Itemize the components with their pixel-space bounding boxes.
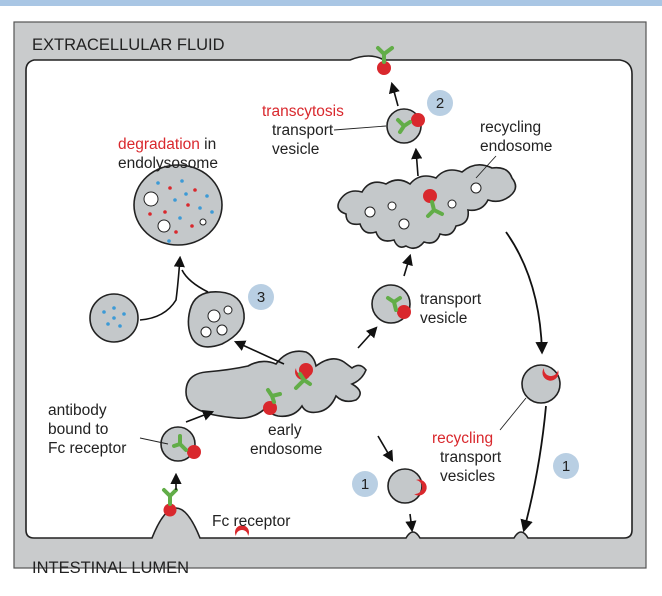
antibody-label-2: bound to bbox=[48, 421, 108, 438]
pathway-3-badge bbox=[248, 284, 274, 310]
pathway-1-left-badge bbox=[352, 471, 378, 497]
transcytosis-vesicle-receptor bbox=[411, 113, 425, 127]
recycling-endosome-antibody bbox=[426, 200, 444, 218]
recycling-endosome-hole bbox=[398, 218, 410, 230]
degradation-fragments bbox=[148, 179, 214, 243]
recycling-endosome-leader-line bbox=[475, 155, 497, 179]
arrow-endosome-to-recycling-vesicle bbox=[377, 435, 394, 462]
recycling-endosome-receptor bbox=[423, 189, 437, 203]
endolysosome bbox=[133, 164, 223, 246]
extracellular-fluid-label: EXTRACELLULAR FLUID bbox=[32, 36, 225, 54]
released-antibody bbox=[376, 46, 394, 64]
pathway-1-right-badge bbox=[553, 453, 579, 479]
pathway-1-left-number: 1 bbox=[361, 476, 369, 493]
transcytosis-leader-line bbox=[333, 125, 387, 131]
transcytosis-label-3: vesicle bbox=[272, 141, 319, 158]
endolysosome-inclusion bbox=[199, 218, 207, 226]
recycling-endosome-hole bbox=[470, 182, 482, 194]
antibody-label-3: Fc receptor bbox=[48, 440, 126, 457]
endosome-receptor-antibody-2 bbox=[263, 388, 282, 415]
pathway-3-number: 3 bbox=[257, 289, 265, 306]
recycling-endosome-hole bbox=[387, 201, 397, 211]
late-endosome-inclusion bbox=[207, 309, 221, 323]
lumen-antibody bbox=[162, 488, 178, 506]
recycling-vesicle-left-receptor bbox=[414, 479, 427, 496]
endosome-receptor-antibody bbox=[294, 363, 313, 390]
early-endosome-label-2: endosome bbox=[250, 441, 322, 458]
pathway-2-number: 2 bbox=[436, 95, 444, 112]
vesicle-antibody bbox=[172, 434, 188, 452]
recycling-vesicle-right-receptor bbox=[542, 368, 559, 381]
arrow-recycling-vesicle-to-lumen bbox=[405, 513, 417, 533]
top-border-band bbox=[0, 0, 662, 6]
arrow-to-recycling-endosome bbox=[402, 253, 413, 277]
degradation-label: degradation in bbox=[118, 136, 216, 153]
fc-receptor-label: Fc receptor bbox=[212, 513, 290, 530]
transcytosis-label-2: transport bbox=[272, 122, 334, 139]
recycling-label: recycling bbox=[432, 430, 493, 447]
recycling-endosome-hole bbox=[364, 206, 376, 218]
pathway-1-right-number: 1 bbox=[562, 458, 570, 475]
recycling-vesicle-left bbox=[387, 468, 423, 504]
late-endosome-inclusion bbox=[216, 324, 228, 336]
arrow-to-late-endosome bbox=[233, 340, 285, 365]
recycling-endosome-label-1: recycling bbox=[480, 119, 541, 136]
transport-vesicle-label-2: vesicle bbox=[420, 310, 467, 327]
recycling-leader-line bbox=[499, 397, 527, 431]
arrow-vesicle-to-endosome bbox=[185, 409, 215, 423]
arrow-to-extracellular bbox=[388, 81, 400, 107]
late-endosome-inclusion bbox=[223, 305, 233, 315]
transport-vesicle-label-1: transport bbox=[420, 291, 482, 308]
recycling-endosome-label-2: endosome bbox=[480, 138, 552, 155]
transcytosis-vesicle-antibody bbox=[396, 118, 412, 134]
arrow-recycling-endosome-to-vesicle bbox=[505, 231, 549, 355]
recycling-endosome-hole bbox=[447, 199, 457, 209]
vesicle-receptor bbox=[187, 445, 201, 459]
endolysosome-inclusion bbox=[143, 191, 159, 207]
transcytosis-label: transcytosis bbox=[262, 103, 344, 120]
endolysosome-label: endolysosome bbox=[118, 155, 218, 172]
intestinal-lumen-label: INTESTINAL LUMEN bbox=[32, 559, 189, 577]
pathway-2-badge bbox=[427, 90, 453, 116]
late-endosome-inclusion bbox=[200, 326, 212, 338]
apical-receptor bbox=[377, 61, 391, 75]
antibody-leader-line bbox=[139, 437, 169, 445]
fusion-arrow-lysosome bbox=[139, 255, 185, 321]
endolysosome-inclusion bbox=[157, 219, 171, 233]
lumen-receptor bbox=[163, 503, 177, 517]
antibody-label-1: antibody bbox=[48, 402, 107, 419]
arrow-recycling-vesicle-to-lumen bbox=[520, 405, 547, 533]
fusion-arrow-late-endosome bbox=[181, 269, 209, 293]
arrow-endosome-to-transport-vesicle bbox=[357, 326, 378, 349]
recycling-vesicle-right bbox=[521, 364, 561, 404]
recycling-label-3: vesicles bbox=[440, 468, 495, 485]
recycling-label-2: transport bbox=[440, 449, 502, 466]
arrow-to-transcytosis-vesicle bbox=[411, 147, 423, 177]
early-endosome-label-1: early bbox=[268, 422, 302, 439]
transport-vesicle-receptor bbox=[397, 305, 411, 319]
transport-vesicle-antibody bbox=[386, 296, 402, 312]
fc-receptor bbox=[235, 525, 250, 536]
lysosome-enzymes bbox=[102, 306, 126, 328]
